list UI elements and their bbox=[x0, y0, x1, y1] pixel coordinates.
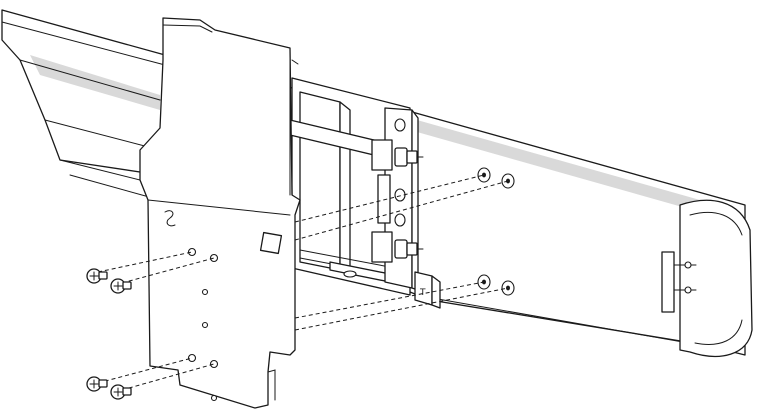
screw-upper-left bbox=[86, 268, 108, 284]
flange-bolt-lower bbox=[394, 239, 424, 259]
plate-hole bbox=[187, 247, 197, 257]
inner-rail bbox=[404, 109, 753, 358]
plate-hole bbox=[209, 359, 219, 369]
front-plate bbox=[139, 17, 301, 409]
plate-hole bbox=[187, 353, 197, 363]
screw-upper-right bbox=[110, 278, 132, 294]
screw-lower-right bbox=[110, 384, 132, 400]
vertical-flange: T bbox=[371, 107, 441, 309]
tab-marking: T bbox=[419, 288, 426, 298]
plate-hole bbox=[209, 253, 219, 263]
screw-lower-left bbox=[86, 376, 108, 392]
flange-bolt-upper bbox=[394, 147, 424, 167]
assembly-guides bbox=[97, 174, 509, 391]
rail-tab: T bbox=[414, 271, 441, 309]
